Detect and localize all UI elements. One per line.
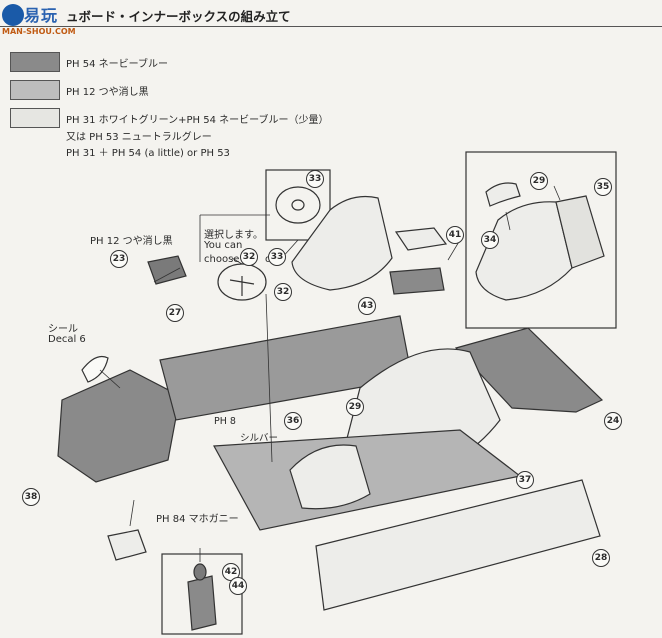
logo-mark (2, 4, 24, 26)
callout-28: 28 (592, 549, 610, 567)
small-part (107, 529, 147, 561)
paint-code: PH 12 (66, 87, 96, 98)
callout-29: 29 (346, 398, 364, 416)
rear-seat-detail-box (465, 151, 617, 329)
dashboard-38 (57, 369, 181, 483)
callout-33: 33 (268, 248, 286, 266)
front-seat (291, 195, 393, 291)
callout-32: 32 (274, 283, 292, 301)
callout-34: 34 (481, 231, 499, 249)
page-title: ュボード・インナーボックスの組み立て (66, 9, 291, 24)
silver-code: PH 8 (214, 416, 236, 427)
callout-35: 35 (594, 178, 612, 196)
seat-34 (475, 201, 573, 301)
front-seat-36 (289, 444, 371, 510)
assembly-leader-lines (99, 185, 561, 562)
logo-url: MAN-SHOU.COM (2, 27, 76, 36)
paint-code: PH 54 (66, 59, 96, 70)
callout-23: 23 (110, 250, 128, 268)
seal-label: シール (48, 324, 78, 335)
callout-41: 41 (446, 226, 464, 244)
part-41 (394, 227, 448, 251)
paint-name: ネービーブルー (98, 59, 169, 70)
paint-code: PH 31 (66, 115, 96, 126)
shifter-23 (147, 255, 187, 285)
matte-black-note: PH 12 つや消し黒 (90, 236, 173, 247)
choose-note-jp: 選択します。 (204, 230, 263, 241)
callout-44: 44 (229, 577, 247, 595)
steering-hub (291, 199, 305, 211)
callout-37: 37 (516, 471, 534, 489)
choose-note-en2: choose (204, 254, 240, 265)
headrest-29 (485, 182, 521, 207)
callout-38: 38 (22, 488, 40, 506)
paint-name: ホワイトグリーン+PH 54 ネービーブルー（少量） (98, 115, 329, 126)
rear-floor-24 (454, 327, 604, 413)
legend-swatch (10, 80, 60, 100)
callout-27: 27 (166, 304, 184, 322)
legend-swatch (10, 108, 60, 128)
paint-name: つや消し黒 (98, 87, 149, 98)
callout-36: 36 (284, 412, 302, 430)
callout-29: 29 (530, 172, 548, 190)
callout-43: 43 (358, 297, 376, 315)
choose-note-bracket (199, 214, 270, 262)
seat-back-35 (555, 195, 605, 269)
legend-text: PH 31 ホワイトグリーン+PH 54 ネービーブルー（少量） (66, 111, 329, 126)
callout-32: 32 (240, 248, 258, 266)
title-divider (0, 26, 662, 27)
legend-english-mix: PH 31 ＋ PH 54 (a little) or PH 53 (66, 148, 230, 159)
shift-knob-42 (193, 563, 207, 581)
silver-label: シルバー (240, 433, 279, 444)
legend-text: PH 54 ネービーブルー (66, 55, 168, 70)
legend-text: PH 12 つや消し黒 (66, 83, 149, 98)
logo-text: 易玩 (24, 6, 59, 25)
page-header: 易玩 MAN-SHOU.COM ュボード・インナーボックスの組み立て (0, 0, 662, 36)
mahogany-note: PH 84 マホガニー (156, 514, 239, 525)
decal-label: Decal 6 (48, 334, 86, 345)
shifter-base-44 (187, 575, 217, 631)
legend-alt-mix: 又は PH 53 ニュートラルグレー (66, 132, 212, 143)
legend-swatch (10, 52, 60, 72)
door-panel-28 (315, 479, 601, 611)
console-43 (389, 267, 445, 295)
callout-33: 33 (306, 170, 324, 188)
steering-wheel-33 (275, 186, 321, 224)
choose-note-en1: You can (204, 240, 243, 251)
callout-24: 24 (604, 412, 622, 430)
steering-spokes (229, 276, 255, 296)
decal-6 (81, 355, 109, 383)
